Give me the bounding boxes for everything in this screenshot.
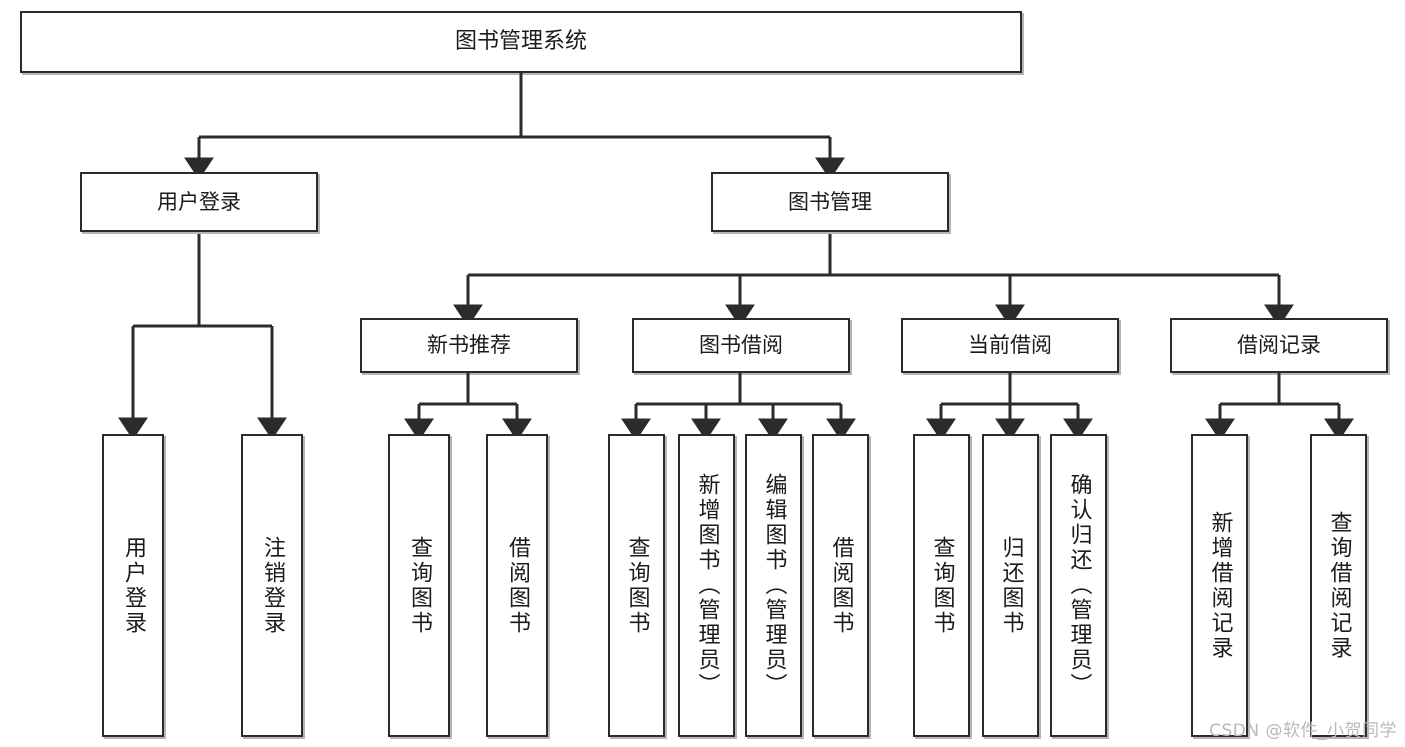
connector-root-to-level2	[184, 73, 845, 180]
node-leaf-edit-book-label: 编辑图书（管理员）	[761, 473, 787, 698]
node-leaf-borrow-book-1-label: 借阅图书	[505, 535, 530, 636]
node-root[interactable]: 图书管理系统	[20, 11, 1022, 73]
node-leaf-query-book-3[interactable]: 查询图书	[913, 434, 970, 737]
node-book-borrow[interactable]: 图书借阅	[632, 318, 850, 373]
node-leaf-query-record[interactable]: 查询借阅记录	[1310, 434, 1367, 737]
node-leaf-borrow-book-1[interactable]: 借阅图书	[486, 434, 548, 737]
node-leaf-return-book-label: 归还图书	[998, 535, 1024, 636]
node-leaf-confirm-return-label: 确认归还（管理员）	[1066, 473, 1092, 698]
node-new-book-recommend-label: 新书推荐	[427, 333, 511, 358]
node-book-manage-label: 图书管理	[788, 189, 872, 214]
node-leaf-query-book-1-label: 查询图书	[407, 535, 432, 636]
node-leaf-edit-book[interactable]: 编辑图书（管理员）	[745, 434, 802, 737]
node-leaf-query-book-1[interactable]: 查询图书	[388, 434, 450, 737]
node-book-manage[interactable]: 图书管理	[711, 172, 949, 232]
node-leaf-query-book-2[interactable]: 查询图书	[608, 434, 665, 737]
node-leaf-query-book-3-label: 查询图书	[929, 535, 955, 636]
node-leaf-user-logout-label: 注销登录	[260, 535, 285, 636]
node-new-book-recommend[interactable]: 新书推荐	[360, 318, 578, 373]
node-leaf-user-login[interactable]: 用户登录	[102, 434, 164, 737]
connector-userlogin-to-leaves	[118, 234, 287, 440]
connector-borrowrecord-to-leaves	[1205, 373, 1354, 441]
node-leaf-user-login-label: 用户登录	[121, 535, 146, 636]
node-leaf-query-book-2-label: 查询图书	[624, 535, 650, 636]
connector-newbook-to-leaves	[404, 373, 532, 441]
connector-currentborrow-to-leaves	[926, 373, 1093, 441]
node-book-borrow-label: 图书借阅	[699, 333, 783, 358]
node-leaf-add-book[interactable]: 新增图书（管理员）	[678, 434, 735, 737]
node-root-label: 图书管理系统	[454, 29, 587, 55]
node-borrow-record[interactable]: 借阅记录	[1170, 318, 1388, 373]
node-leaf-borrow-book-2[interactable]: 借阅图书	[812, 434, 869, 737]
node-current-borrow[interactable]: 当前借阅	[901, 318, 1119, 373]
connector-bookborrow-to-leaves	[621, 373, 856, 441]
node-leaf-query-record-label: 查询借阅记录	[1326, 510, 1352, 661]
node-current-borrow-label: 当前借阅	[968, 333, 1052, 358]
node-leaf-add-record-label: 新增借阅记录	[1207, 510, 1233, 661]
node-user-login-label: 用户登录	[157, 189, 241, 214]
node-borrow-record-label: 借阅记录	[1237, 333, 1321, 358]
node-leaf-add-record[interactable]: 新增借阅记录	[1191, 434, 1248, 737]
node-user-login[interactable]: 用户登录	[80, 172, 318, 232]
node-leaf-return-book[interactable]: 归还图书	[982, 434, 1039, 737]
connector-bookmanage-to-level3	[453, 234, 1294, 327]
node-leaf-confirm-return[interactable]: 确认归还（管理员）	[1050, 434, 1107, 737]
node-leaf-user-logout[interactable]: 注销登录	[241, 434, 303, 737]
node-leaf-add-book-label: 新增图书（管理员）	[694, 473, 720, 698]
node-leaf-borrow-book-2-label: 借阅图书	[828, 535, 854, 636]
